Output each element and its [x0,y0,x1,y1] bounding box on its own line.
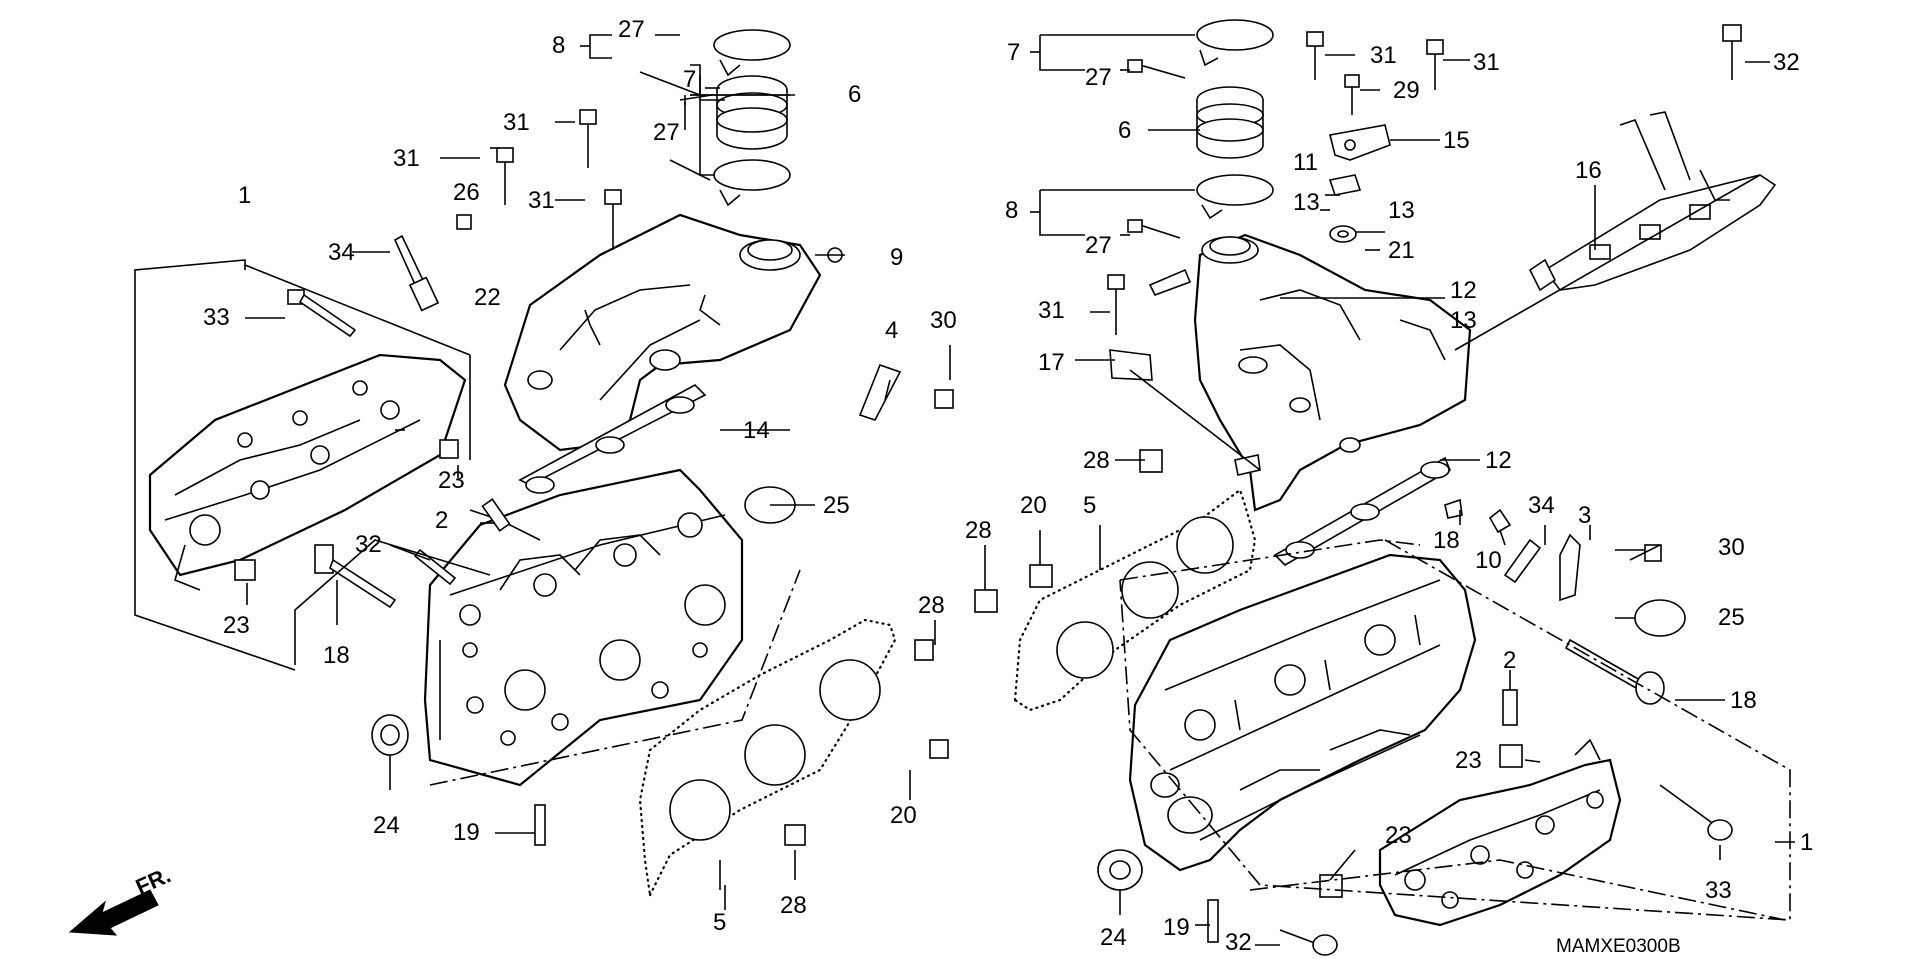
cylinder-head-left [423,468,744,787]
callout-22-left: 22 [474,284,501,311]
manifold-gasket-left [518,384,707,494]
joint-rubber-right [1196,19,1274,220]
callout-13-right-a: 13 [1293,189,1320,216]
callout-24-left: 24 [373,812,400,839]
diagram-code: MAMXE0300B [1556,936,1681,957]
callout-14-left: 14 [743,417,770,444]
callout-23-right-b: 23 [1385,822,1412,849]
callout-13-right-c: 13 [1450,307,1477,334]
callout-12-right-a: 12 [1450,277,1477,304]
right-bank-group [429,19,1795,956]
joint-rubber-left [713,29,791,207]
callout-26-left: 26 [453,179,480,206]
intake-manifold-left [503,213,843,452]
front-direction-arrow: FR. [68,862,175,936]
callout-25-right: 25 [1718,604,1745,631]
callout-31-left-c: 31 [528,187,555,214]
callout-19-right: 19 [1163,914,1190,941]
callout-27-left-top: 27 [618,16,645,43]
callout-10-right: 10 [1475,547,1502,574]
callout-32-right: 32 [1773,49,1800,76]
callout-4-left: 4 [885,317,898,344]
callout-27-right-mid: 27 [1085,232,1112,259]
callout-31-right-c: 31 [1038,297,1065,324]
callout-21-right: 21 [1388,237,1415,264]
camshaft-holder-right [1378,738,1622,927]
callout-31-right-a: 31 [1370,42,1397,69]
fr-arrow-icon [68,889,159,936]
bolts-right [974,24,1742,956]
callout-18-left: 18 [323,642,350,669]
callout-2-left: 2 [435,507,448,534]
callout-25-left: 25 [823,492,850,519]
callout-3-right: 3 [1578,502,1591,529]
callout-27-right-top: 27 [1085,64,1112,91]
callout-34-left: 34 [328,239,355,266]
callout-1-left: 1 [238,182,251,209]
part-callouts-right: 7 27 31 31 29 32 6 15 11 16 8 13 13 27 2… [965,39,1813,956]
boundary-right-lower [1249,859,1786,921]
callout-28-left-a: 28 [918,592,945,619]
callout-28-right-a: 28 [1083,447,1110,474]
callout-32-right-b: 32 [1225,929,1252,956]
callout-33-left: 33 [203,304,230,331]
callout-6-left: 6 [848,81,861,108]
callout-8-left: 8 [552,32,565,59]
callout-31-right-b: 31 [1473,49,1500,76]
callout-32-left: 32 [355,531,382,558]
callout-19-left: 19 [453,819,480,846]
callout-24-right: 24 [1100,924,1127,951]
callout-1-right: 1 [1800,829,1813,856]
callout-13-right-b: 13 [1388,197,1415,224]
callout-31-left-a: 31 [503,109,530,136]
fr-label: FR. [132,862,175,899]
manifold-gasket-right [1273,456,1452,566]
callout-6-right: 6 [1118,117,1131,144]
callout-7-left: 7 [683,66,696,93]
callout-23-left-b: 23 [223,612,250,639]
fuel-rail-right [1528,111,1777,292]
callout-12-right-b: 12 [1485,447,1512,474]
boundary-right-upper [1119,539,1421,581]
spark-plug-left [393,234,440,312]
callout-29-right: 29 [1393,77,1420,104]
callout-18-right-b: 18 [1730,687,1757,714]
boundary-right-main [1119,539,1791,921]
camshaft-holder-left [148,353,467,591]
callout-16-right: 16 [1575,157,1602,184]
callout-8-right: 8 [1005,197,1018,224]
boundary-left-lower [429,569,801,786]
callout-28-left-b: 28 [780,892,807,919]
callout-30-left: 30 [930,307,957,334]
callout-9-left: 9 [890,244,903,271]
callout-33-right: 33 [1705,877,1732,904]
callout-17-right: 17 [1038,349,1065,376]
left-bank-group [134,29,954,910]
callout-23-right-a: 23 [1455,747,1482,774]
leaders-right [984,34,1795,946]
head-gasket-right [1013,488,1257,712]
cylinder-head-right [1128,553,1477,872]
callout-28-right-b: 28 [965,517,992,544]
callout-23-left-a: 23 [438,467,465,494]
leaders-left [134,34,951,910]
callout-15-right: 15 [1443,127,1470,154]
callout-30-right: 30 [1718,534,1745,561]
callout-31-left-b: 31 [393,145,420,172]
callout-11-right: 11 [1293,149,1318,176]
callout-27-left-mid: 27 [653,119,680,146]
callout-18-right-a: 18 [1433,527,1460,554]
callout-20-left: 20 [890,802,917,829]
bolts-left [234,71,954,846]
callout-2-right: 2 [1503,647,1516,674]
intake-manifold-right [1148,233,1472,512]
callout-5-right: 5 [1083,492,1096,519]
callout-20-right: 20 [1020,492,1047,519]
callout-34-right: 34 [1528,492,1555,519]
head-gasket-left [638,618,897,899]
callout-7-right: 7 [1007,39,1020,66]
callout-5-left: 5 [713,909,726,936]
part-callouts-left: 8 27 7 6 27 31 31 26 31 1 34 9 22 33 4 3… [203,16,957,936]
